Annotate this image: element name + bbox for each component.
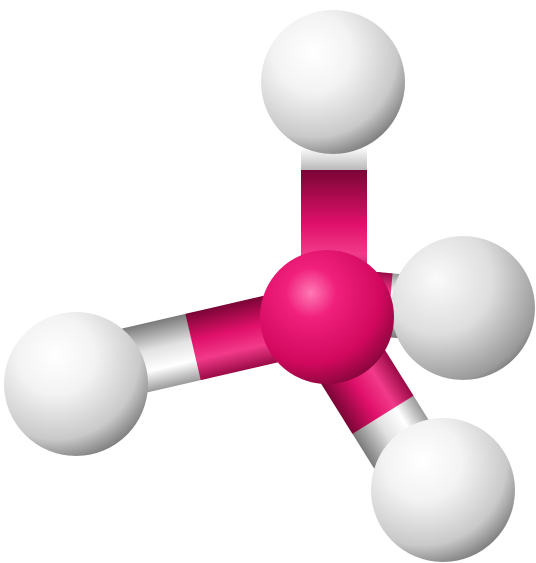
atom-top xyxy=(261,10,405,154)
atom-left xyxy=(4,312,148,456)
atom-central xyxy=(260,250,394,384)
atom-right xyxy=(391,236,535,380)
atom-bottom-right xyxy=(371,418,515,562)
